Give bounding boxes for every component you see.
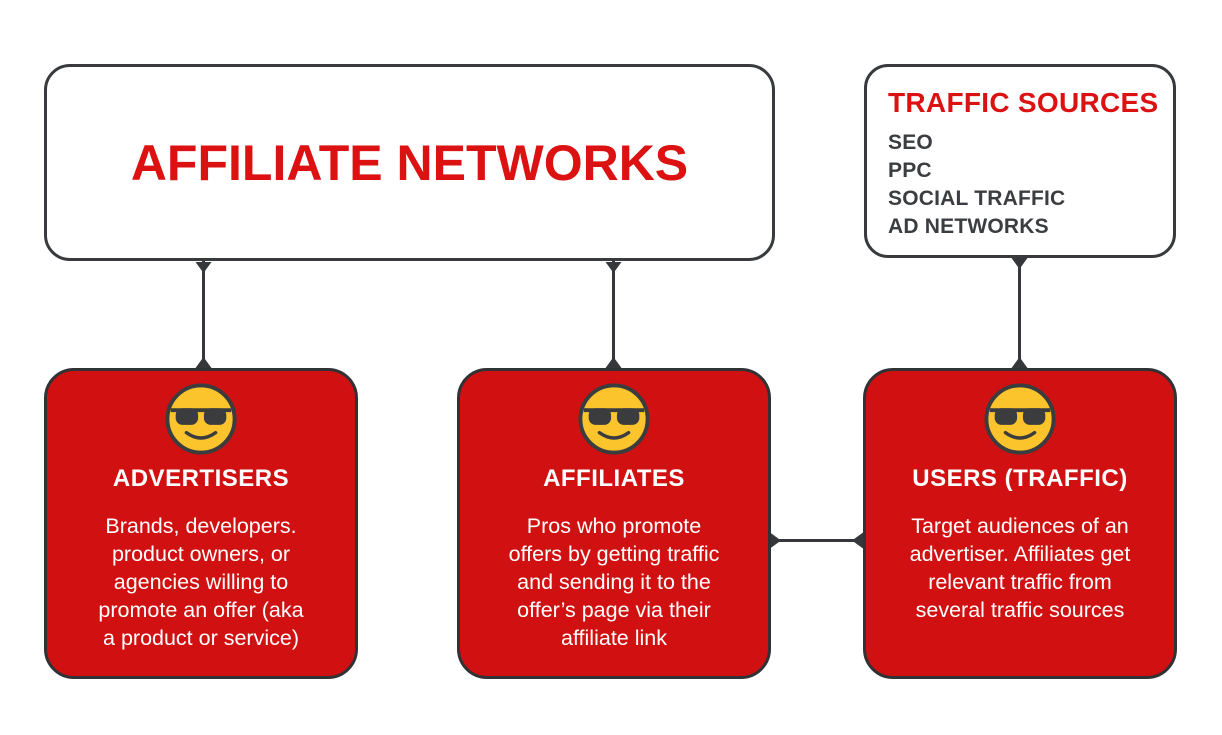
users-traffic-description: Target audiences of an advertiser. Affil… <box>909 514 1131 622</box>
advertisers-card: ADVERTISERS Brands, developers. product … <box>44 368 358 679</box>
affiliates-title: AFFILIATES <box>543 465 685 492</box>
users-traffic-card: USERS (TRAFFIC) Target audiences of an a… <box>863 368 1177 679</box>
affiliates-description: Pros who promote offers by getting traff… <box>508 514 720 650</box>
connector-traffic-to-users <box>1011 257 1028 368</box>
traffic-source-item-social: SOCIAL TRAFFIC <box>888 187 1066 210</box>
connector-affiliates-to-users <box>769 532 864 549</box>
traffic-source-item-ppc: PPC <box>888 159 932 182</box>
advertisers-title: ADVERTISERS <box>112 465 290 492</box>
connector-networks-to-affiliates <box>605 261 622 368</box>
affiliate-networks-box: AFFILIATE NETWORKS <box>44 64 775 261</box>
traffic-source-item-seo: SEO <box>888 131 933 154</box>
sunglasses-emoji-icon <box>578 383 650 455</box>
sunglasses-emoji-icon <box>984 383 1056 455</box>
advertisers-description: Brands, developers. product owners, or a… <box>98 514 304 650</box>
traffic-sources-title: TRAFFIC SOURCES <box>888 87 1159 118</box>
affiliates-card: AFFILIATES Pros who promote offers by ge… <box>457 368 771 679</box>
sunglasses-emoji-icon <box>165 383 237 455</box>
affiliate-networks-title: AFFILIATE NETWORKS <box>130 134 689 191</box>
traffic-source-item-adnetworks: AD NETWORKS <box>888 215 1049 238</box>
connector-networks-to-advertisers <box>195 261 212 368</box>
traffic-sources-box: TRAFFIC SOURCES SEO PPC SOCIAL TRAFFIC A… <box>864 64 1176 258</box>
users-traffic-title: USERS (TRAFFIC) <box>912 465 1128 492</box>
